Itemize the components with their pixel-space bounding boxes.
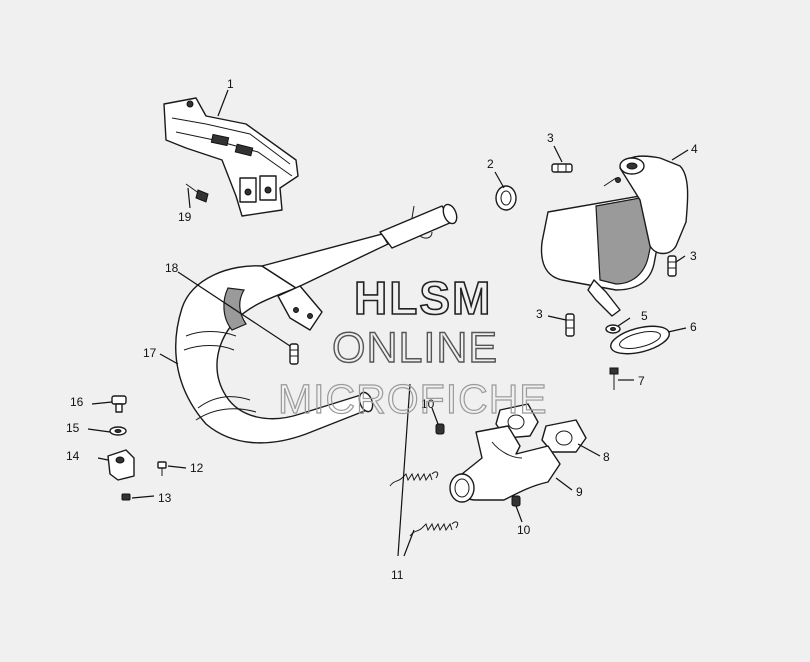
callout-15: 15: [66, 421, 80, 435]
watermark-line-1: HLSM: [354, 272, 492, 324]
callout-7: 7: [638, 374, 645, 388]
part-3-spring-center: [565, 313, 575, 337]
callout-3-top: 3: [547, 131, 554, 145]
watermark-line-3: MICROFICHE: [278, 376, 548, 422]
callout-3-center: 3: [536, 307, 543, 321]
part-19-rivet: [185, 183, 209, 203]
callout-17: 17: [143, 346, 157, 360]
watermark: HLSM ONLINE MICROFICHE: [277, 271, 548, 422]
callout-1: 1: [227, 77, 234, 91]
leader-lines: [87, 89, 689, 557]
part-1-bracket: [163, 97, 299, 217]
callout-labels: 1 2 3 4 3 3 5 6 7 8 9 10 10 11 12 13 14 …: [66, 77, 698, 582]
part-15-washer: [109, 426, 127, 436]
callout-12: 12: [190, 461, 204, 475]
part-11-springs: [389, 471, 459, 537]
part-12-bolt: [157, 461, 167, 476]
callout-13: 13: [158, 491, 172, 505]
part-2-sealing-ring: [495, 185, 517, 211]
callout-8: 8: [603, 450, 610, 464]
callout-9: 9: [576, 485, 583, 499]
part-10-bolt-b: [511, 495, 521, 507]
part-9-manifold: [449, 425, 561, 503]
callout-18: 18: [165, 261, 179, 275]
part-3-spring-top: [551, 163, 573, 173]
callout-2: 2: [487, 157, 494, 171]
part-4-silencer: [540, 155, 689, 317]
part-3-spring-right: [667, 255, 677, 277]
part-7-screw: [609, 367, 619, 390]
callout-16: 16: [70, 395, 84, 409]
part-8-gasket: [541, 419, 587, 453]
callout-4: 4: [691, 142, 698, 156]
part-16-bolt: [111, 395, 127, 413]
part-13-nut: [121, 493, 131, 501]
part-14-bracket: [107, 449, 135, 481]
part-18-spring: [289, 343, 299, 365]
watermark-line-2: ONLINE: [332, 324, 498, 372]
part-10-bolt-a: [435, 423, 445, 435]
callout-10-upper: 10: [421, 397, 435, 411]
callout-10-lower: 10: [517, 523, 531, 537]
callout-14: 14: [66, 449, 80, 463]
callout-3-right: 3: [690, 249, 697, 263]
callout-5: 5: [641, 309, 648, 323]
part-5-washer: [605, 324, 621, 334]
callout-19: 19: [178, 210, 192, 224]
part-6-grommet: [610, 325, 670, 355]
callout-11: 11: [391, 568, 404, 582]
callout-6: 6: [690, 320, 697, 334]
